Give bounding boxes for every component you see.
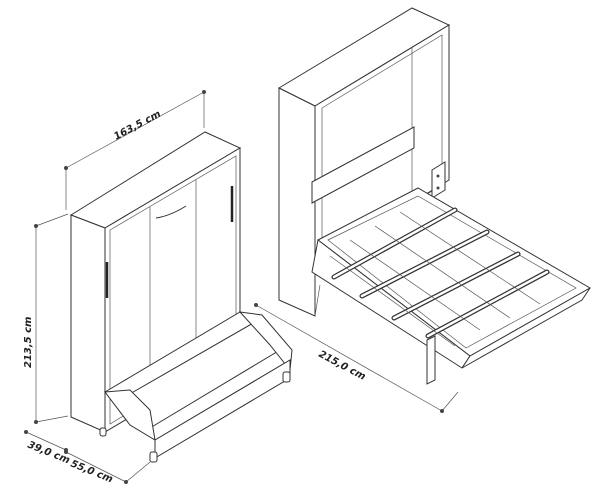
sofa-leg-1 (149, 451, 158, 463)
bed-frame-inner (327, 195, 577, 349)
dim-height (34, 213, 69, 424)
open-wallbed (277, 7, 592, 385)
cabinet-leg (99, 427, 107, 437)
open-cabinet-side (278, 87, 316, 317)
sofa-arm-left (104, 389, 156, 441)
cabinet-side (70, 214, 106, 433)
width-label: 163,5 cm (112, 109, 163, 143)
open-cabinet-back (314, 24, 450, 263)
dim-open-length (254, 303, 459, 413)
sofa-leg-2 (282, 371, 291, 383)
height-label: 213,5 cm (23, 317, 34, 368)
cabinet-handle (155, 205, 187, 219)
dim-sofa-depth (64, 450, 151, 484)
bed-mesh (329, 211, 541, 347)
bed-support-leg (426, 335, 436, 385)
bed-frame-front (461, 287, 591, 369)
sofa-arm-right (238, 311, 293, 372)
hinge-bracket (431, 161, 446, 199)
dim-width (64, 90, 206, 210)
closed-cabinet (69, 131, 293, 463)
sofa-depth-label: 55,0 cm (69, 459, 114, 486)
back-rail (311, 126, 415, 204)
